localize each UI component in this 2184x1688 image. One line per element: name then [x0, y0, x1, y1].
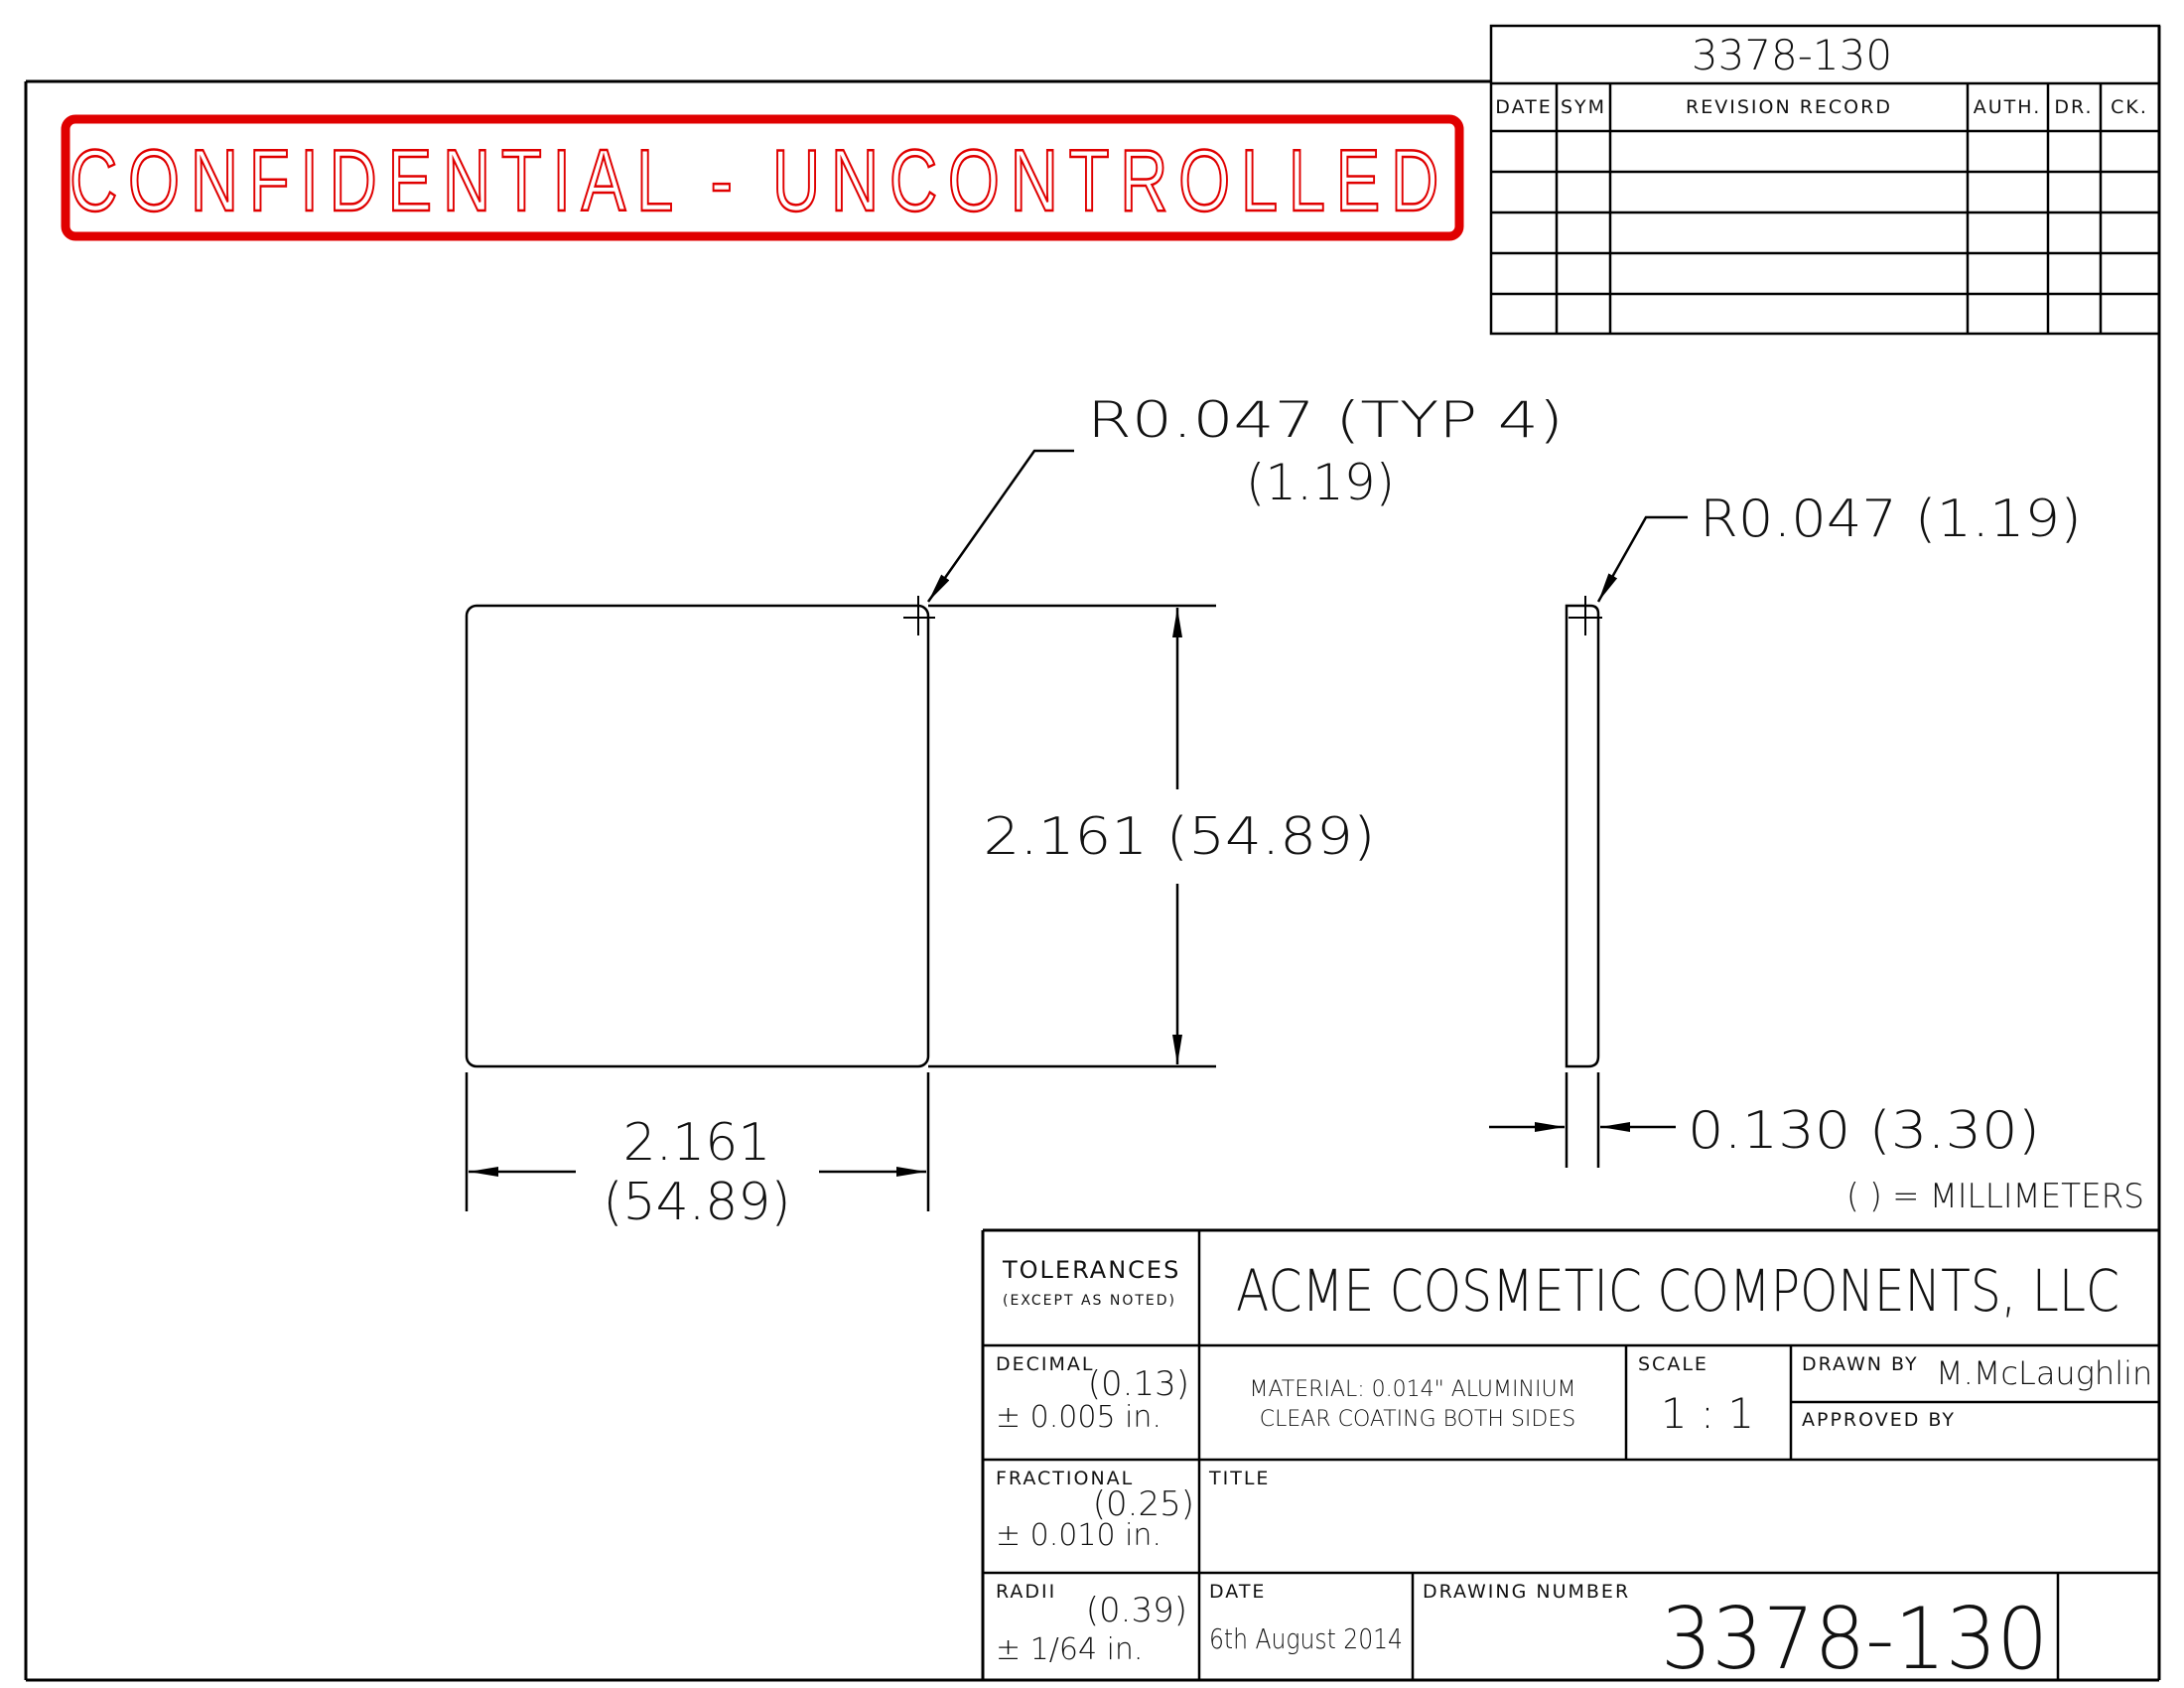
approved-by-label: APPROVED BY: [1802, 1409, 1956, 1431]
side-radius-text: R0.047 (1.19): [1700, 490, 2082, 549]
width-dimension-value: 2.161: [623, 1113, 771, 1173]
tolerances-label: TOLERANCES: [1002, 1256, 1180, 1284]
drawing-number-label: DRAWING NUMBER: [1423, 1581, 1630, 1603]
height-dimension-text: 2.161 (54.89): [984, 807, 1376, 867]
date-label: DATE: [1209, 1581, 1266, 1603]
radii-tolerance: ± 1/64 in.: [996, 1632, 1143, 1667]
radii-mm: (0.39): [1086, 1591, 1187, 1630]
confidential-stamp-text: CONFIDENTIAL - UNCONTROLLED: [69, 131, 1449, 229]
corner-radius-mm: (1.19): [1246, 454, 1395, 511]
drawn-by-value: M.McLaughlin: [1936, 1354, 2152, 1392]
units-note: ( ) = MILLIMETERS: [1846, 1177, 2144, 1216]
rev-header-ck: CK.: [2111, 96, 2148, 118]
drawn-by-label: DRAWN BY: [1802, 1353, 1919, 1375]
fractional-mm: (0.25): [1093, 1484, 1194, 1524]
fractional-label: FRACTIONAL: [996, 1468, 1134, 1489]
date-value: 6th August 2014: [1209, 1622, 1403, 1655]
material-line-1: MATERIAL: 0.014" ALUMINIUM: [1249, 1377, 1575, 1402]
corner-radius-callout: R0.047 (TYP 4) (1.19): [926, 391, 1564, 603]
fractional-tolerance: ± 0.010 in.: [996, 1518, 1161, 1553]
confidential-stamp: CONFIDENTIAL - UNCONTROLLED: [61, 114, 1464, 241]
title-label: TITLE: [1208, 1468, 1270, 1489]
side-view-outline: [1565, 604, 1600, 1068]
decimal-tolerance: ± 0.005 in.: [996, 1400, 1161, 1435]
drawing-number-value: 3378-130: [1661, 1590, 2048, 1688]
front-view: [465, 596, 935, 1068]
thickness-dimension: [1489, 1072, 1676, 1168]
revision-table: 3378-130 DATE SYM REVISION RECORD AUTH. …: [1489, 24, 2161, 336]
width-dimension-mm: (54.89): [603, 1173, 790, 1232]
decimal-mm: (0.13): [1088, 1364, 1189, 1404]
revision-drawing-number: 3378-130: [1692, 31, 1892, 79]
plate-outline: [465, 604, 930, 1068]
height-dimension: [928, 604, 1216, 1068]
corner-radius-text: R0.047 (TYP 4): [1087, 391, 1564, 449]
scale-value: 1 : 1: [1661, 1389, 1754, 1438]
company-name: ACME COSMETIC COMPONENTS, LLC: [1236, 1257, 2119, 1325]
tolerances-sublabel: (EXCEPT AS NOTED): [1003, 1293, 1176, 1309]
decimal-label: DECIMAL: [996, 1353, 1094, 1375]
rev-header-revision-record: REVISION RECORD: [1686, 96, 1892, 118]
side-radius-callout: R0.047 (1.19): [1596, 490, 2082, 603]
width-dimension: [465, 1072, 930, 1211]
rev-header-dr: DR.: [2054, 96, 2093, 118]
side-view: [1565, 596, 1602, 1068]
title-block: [981, 1228, 2159, 1680]
rev-header-sym: SYM: [1561, 96, 1606, 118]
material-line-2: CLEAR COATING BOTH SIDES: [1260, 1407, 1575, 1432]
radii-label: RADII: [996, 1581, 1056, 1603]
thickness-dimension-text: 0.130 (3.30): [1688, 1101, 2040, 1161]
scale-label: SCALE: [1638, 1353, 1708, 1375]
rev-header-auth: AUTH.: [1974, 96, 2042, 118]
rev-header-date: DATE: [1495, 96, 1552, 118]
